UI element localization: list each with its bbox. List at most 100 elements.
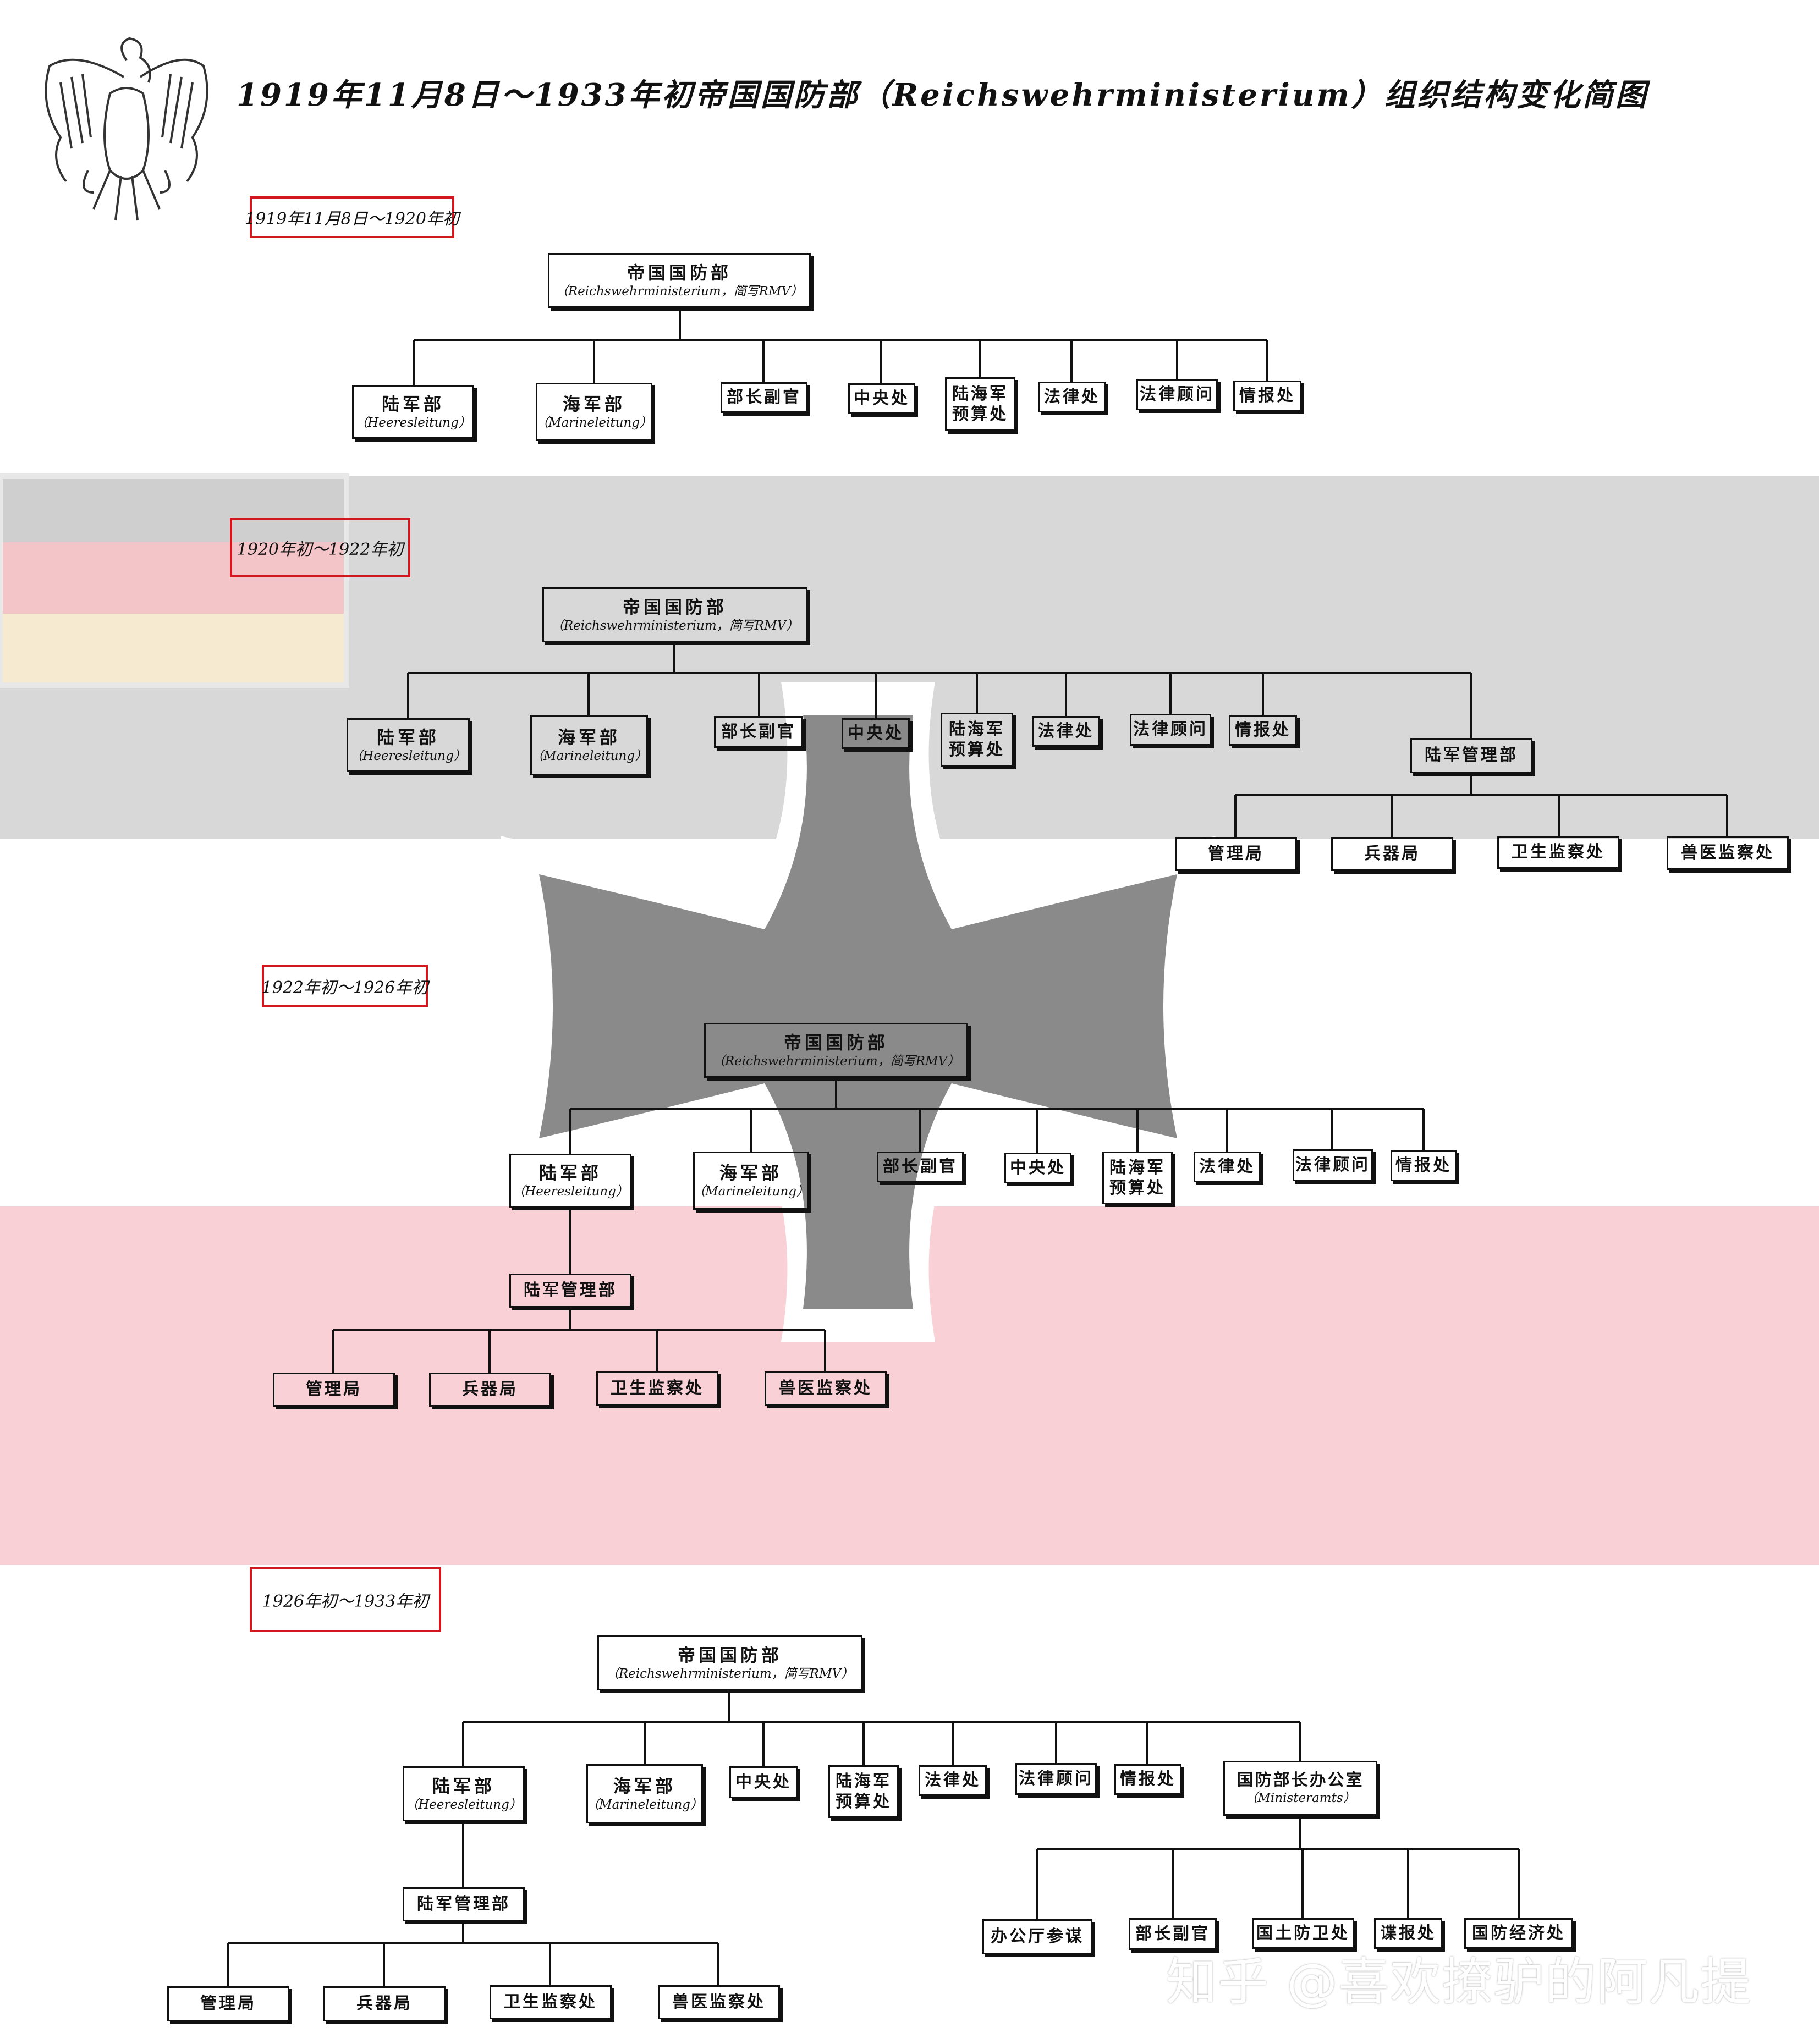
p3-medical-inspection-node[interactable]: 卫生监察处	[596, 1371, 718, 1406]
node-zh: 情报处	[1239, 386, 1295, 406]
node-zh: 国土防卫处	[1256, 1924, 1350, 1943]
p2-rmv-node[interactable]: 帝国国防部 （Reichswehrministerium，简写RMV）	[542, 587, 807, 642]
node-zh: 陆军部	[538, 1162, 602, 1183]
node-de: （Heeresleitung）	[350, 748, 466, 763]
p1-legal-node[interactable]: 法律处	[1038, 382, 1106, 412]
canton-flag	[0, 473, 349, 688]
p3-rmv-node[interactable]: 帝国国防部 （Reichswehrministerium，简写RMV）	[704, 1023, 968, 1078]
p4-legal-advisor-node[interactable]: 法律顾问	[1015, 1763, 1097, 1795]
p3-central-node[interactable]: 中央处	[1004, 1153, 1071, 1183]
p1-budget-node[interactable]: 陆海军 预算处	[945, 377, 1015, 431]
p2-veterinary-inspection-node[interactable]: 兽医监察处	[1667, 836, 1789, 870]
p2-marineleitung-node[interactable]: 海军部 （Marineleitung）	[530, 715, 648, 775]
p3-legal-advisor-node[interactable]: 法律顾问	[1293, 1149, 1373, 1181]
p2-central-node[interactable]: 中央处	[842, 718, 910, 749]
node-zh: 部长副官	[1135, 1924, 1210, 1944]
p3-budget-node[interactable]: 陆海军 预算处	[1102, 1152, 1173, 1204]
node-zh: 陆军管理部	[524, 1281, 617, 1301]
p1-legal-advisor-node[interactable]: 法律顾问	[1136, 379, 1218, 410]
node-zh: 海军部	[562, 393, 625, 415]
p3-marineleitung-node[interactable]: 海军部 （Marineleitung）	[693, 1152, 809, 1210]
node-zh2: 预算处	[952, 405, 1008, 424]
p2-legal-advisor-node[interactable]: 法律顾问	[1130, 714, 1211, 746]
p2-intel-node[interactable]: 情报处	[1229, 715, 1297, 746]
node-zh: 陆军部	[376, 726, 439, 748]
p4-management-office-node[interactable]: 管理局	[167, 1986, 289, 2021]
node-zh: 情报处	[1235, 720, 1291, 740]
p4-ordnance-office-node[interactable]: 兵器局	[323, 1986, 446, 2021]
node-zh: 部长副官	[721, 722, 796, 742]
node-zh: 法律处	[1199, 1157, 1255, 1177]
node-zh: 帝国国防部	[622, 596, 727, 618]
period-label-1920: 1920年初～1922年初	[230, 518, 410, 577]
p3-management-office-node[interactable]: 管理局	[273, 1373, 395, 1407]
node-de: （Marineleitung）	[693, 1184, 809, 1199]
p4-office-staff-node[interactable]: 办公厅参谋	[982, 1919, 1092, 1954]
node-zh: 法律处	[1038, 721, 1094, 741]
node-zh: 陆海军	[836, 1771, 892, 1791]
node-zh: 陆军管理部	[1425, 746, 1518, 765]
node-zh: 陆军部	[432, 1775, 495, 1797]
node-zh: 中央处	[854, 389, 910, 409]
p1-adjutant-node[interactable]: 部长副官	[721, 382, 807, 413]
p2-budget-node[interactable]: 陆海军 预算处	[941, 713, 1013, 767]
eagle-emblem-icon	[45, 37, 208, 221]
p4-espionage-node[interactable]: 谍报处	[1374, 1918, 1442, 1949]
node-zh: 兵器局	[1364, 844, 1420, 864]
p2-management-office-node[interactable]: 管理局	[1175, 837, 1297, 871]
p3-legal-node[interactable]: 法律处	[1194, 1152, 1261, 1182]
p3-veterinary-inspection-node[interactable]: 兽医监察处	[765, 1371, 887, 1406]
p2-army-admin-node[interactable]: 陆军管理部	[1410, 738, 1532, 773]
node-zh: 陆军部	[381, 393, 444, 415]
p4-marineleitung-node[interactable]: 海军部 （Marineleitung）	[586, 1764, 703, 1823]
node-zh: 海军部	[557, 726, 620, 748]
node-zh: 兽医监察处	[1681, 843, 1774, 863]
node-zh: 法律顾问	[1019, 1769, 1093, 1789]
p1-intel-node[interactable]: 情报处	[1233, 381, 1301, 411]
p3-adjutant-node[interactable]: 部长副官	[877, 1152, 964, 1182]
p4-central-node[interactable]: 中央处	[729, 1766, 798, 1798]
node-zh: 卫生监察处	[1512, 842, 1605, 862]
node-zh: 帝国国防部	[627, 262, 732, 283]
p4-legal-node[interactable]: 法律处	[919, 1765, 987, 1796]
p1-marineleitung-node[interactable]: 海军部 （Marineleitung）	[536, 383, 652, 441]
p2-ordnance-office-node[interactable]: 兵器局	[1331, 837, 1453, 871]
p2-medical-inspection-node[interactable]: 卫生监察处	[1497, 836, 1619, 869]
p1-heeresleitung-node[interactable]: 陆军部 （Heeresleitung）	[352, 385, 474, 439]
p4-rmv-node[interactable]: 帝国国防部 （Reichswehrministerium，简写RMV）	[597, 1635, 862, 1690]
p2-adjutant-node[interactable]: 部长副官	[714, 716, 803, 748]
p4-army-admin-node[interactable]: 陆军管理部	[403, 1887, 525, 1921]
p3-ordnance-office-node[interactable]: 兵器局	[429, 1373, 551, 1407]
p1-central-node[interactable]: 中央处	[848, 383, 915, 414]
node-de: （Reichswehrministerium，简写RMV）	[551, 618, 799, 633]
node-zh: 卫生监察处	[504, 1992, 597, 2012]
node-zh: 国防经济处	[1472, 1924, 1565, 1943]
node-de: （Reichswehrministerium，简写RMV）	[606, 1666, 854, 1681]
p4-veterinary-inspection-node[interactable]: 兽医监察处	[658, 1985, 780, 2019]
watermark: 知乎 @喜欢撩驴的阿凡提	[1166, 1953, 1752, 2012]
node-de: （Reichswehrministerium，简写RMV）	[555, 284, 804, 299]
p3-army-admin-node[interactable]: 陆军管理部	[509, 1274, 631, 1308]
node-zh: 陆海军	[952, 384, 1008, 404]
p3-intel-node[interactable]: 情报处	[1391, 1150, 1457, 1181]
p4-ministeramt-node[interactable]: 国防部长办公室 （Ministeramts）	[1223, 1761, 1377, 1816]
period-label-1926: 1926年初～1933年初	[250, 1567, 441, 1632]
node-de: （Heeresleitung）	[355, 415, 471, 430]
node-de: （Ministeramts）	[1245, 1791, 1356, 1806]
node-zh: 部长副官	[883, 1157, 958, 1177]
p2-heeresleitung-node[interactable]: 陆军部 （Heeresleitung）	[347, 718, 470, 772]
node-de: （Heeresleitung）	[405, 1797, 522, 1812]
p4-defense-economy-node[interactable]: 国防经济处	[1464, 1918, 1573, 1949]
p1-rmv-node[interactable]: 帝国国防部 （Reichswehrministerium，简写RMV）	[548, 253, 811, 308]
p4-medical-inspection-node[interactable]: 卫生监察处	[490, 1985, 612, 2019]
node-zh: 情报处	[1395, 1156, 1452, 1176]
p4-budget-node[interactable]: 陆海军 预算处	[828, 1765, 899, 1818]
p2-legal-node[interactable]: 法律处	[1032, 716, 1100, 747]
p3-heeresleitung-node[interactable]: 陆军部 （Heeresleitung）	[509, 1154, 631, 1208]
node-de: （Marineleitung）	[531, 748, 647, 763]
p4-intel-node[interactable]: 情报处	[1114, 1764, 1181, 1795]
p4-heeresleitung-node[interactable]: 陆军部 （Heeresleitung）	[403, 1766, 525, 1821]
node-zh: 帝国国防部	[677, 1644, 782, 1666]
node-de: （Marineleitung）	[586, 1797, 703, 1812]
